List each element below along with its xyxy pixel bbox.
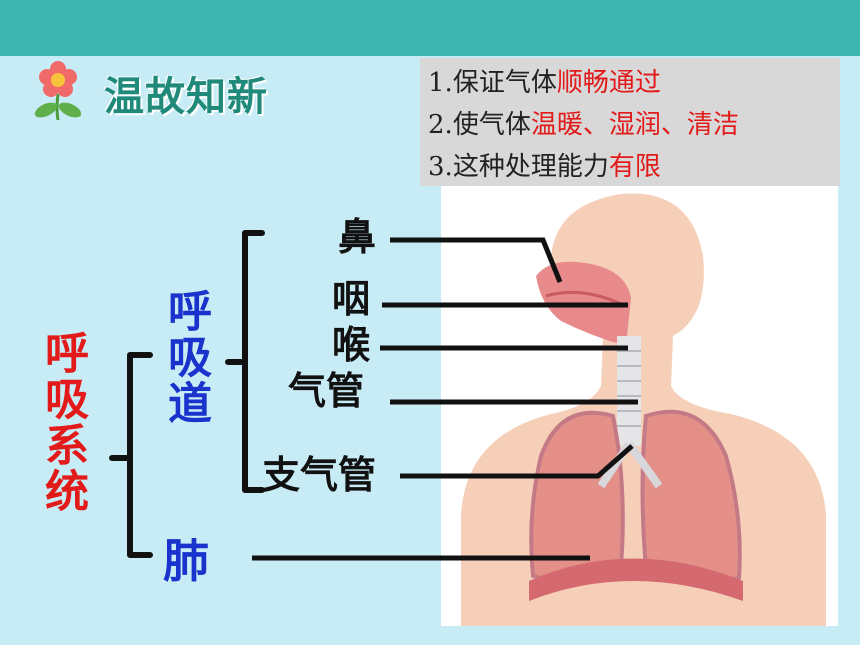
notes-box: 1.保证气体顺畅通过 2.使气体温暖、湿润、清洁 3.这种处理能力有限 (420, 58, 840, 186)
label-trachea: 气管 (288, 369, 365, 413)
leader-line-nose (390, 237, 563, 283)
label-larynx: 喉 (332, 323, 371, 367)
label-pharynx: 咽 (332, 277, 371, 321)
note-text: 使气体 (452, 110, 531, 140)
section-header: 温故知新 (28, 60, 267, 121)
note-text: 保证气体 (452, 68, 557, 98)
note-item: 1.保证气体顺畅通过 (428, 62, 661, 99)
label-nose: 鼻 (338, 215, 377, 259)
section-title: 温故知新 (104, 74, 268, 120)
note-highlight: 有限 (608, 152, 661, 182)
leader-line-bronchus (400, 444, 634, 479)
note-highlight: 温暖、湿润、清洁 (530, 110, 739, 140)
note-number: 1. (428, 68, 453, 98)
note-item: 2.使气体温暖、湿润、清洁 (428, 104, 739, 141)
flower-icon (34, 61, 82, 121)
note-number: 2. (428, 110, 453, 140)
note-highlight: 顺畅通过 (556, 68, 661, 98)
root-bracket (109, 352, 153, 558)
top-banner (0, 0, 860, 56)
note-number: 3. (428, 152, 453, 182)
label-lung: 肺 (163, 534, 209, 588)
respiratory-illustration (441, 186, 838, 626)
note-item: 3.这种处理能力有限 (428, 146, 661, 183)
airway-bracket (225, 230, 265, 493)
label-respiratory-tract: 呼吸道 (160, 288, 211, 426)
label-bronchus: 支气管 (262, 453, 377, 497)
note-text: 这种处理能力 (452, 152, 609, 182)
label-respiratory-system: 呼吸系统 (37, 330, 88, 514)
